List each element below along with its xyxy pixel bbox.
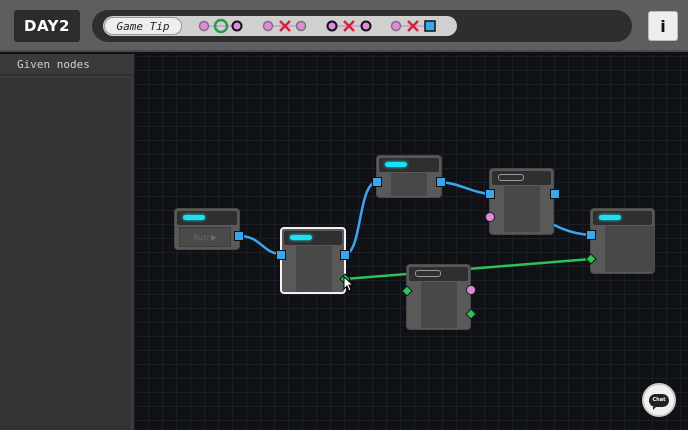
node-header xyxy=(492,171,551,185)
node-header xyxy=(284,231,342,245)
pink-dot-icon xyxy=(295,20,307,32)
top-bar: DAY2 Game Tip i xyxy=(0,0,688,52)
node-header xyxy=(379,158,439,172)
chat-button[interactable]: Chat xyxy=(642,383,676,417)
game-tip-button[interactable]: Game Tip xyxy=(104,17,182,35)
node-header xyxy=(593,211,652,225)
node-indicator xyxy=(415,270,441,277)
output-port[interactable] xyxy=(234,231,244,241)
node-far-right[interactable] xyxy=(590,208,655,274)
node-body xyxy=(296,246,332,292)
node-indicator xyxy=(385,162,407,167)
sidebar: Given nodes xyxy=(0,54,134,430)
black-ring-icon xyxy=(326,20,338,32)
output-port[interactable] xyxy=(436,177,446,187)
node-body xyxy=(421,282,457,328)
chat-bubble-icon: Chat xyxy=(649,393,669,410)
black-ring-icon xyxy=(360,20,372,32)
node-right-mid[interactable] xyxy=(489,168,554,235)
node-selected[interactable] xyxy=(280,227,346,294)
pink-dot-icon xyxy=(198,20,210,32)
red-x-icon xyxy=(407,20,419,32)
pink-dot-icon xyxy=(262,20,274,32)
node-header xyxy=(409,267,468,281)
sidebar-title: Given nodes xyxy=(0,54,134,76)
node-indicator xyxy=(498,174,524,181)
node-header xyxy=(177,211,237,225)
black-ring-icon xyxy=(231,20,243,32)
run-node[interactable]: Run ▶ xyxy=(174,208,240,250)
input-port[interactable] xyxy=(485,189,495,199)
input-port-pink[interactable] xyxy=(485,212,495,222)
node-indicator xyxy=(183,215,205,220)
node-bottom[interactable] xyxy=(406,264,471,330)
output-port-pink[interactable] xyxy=(466,285,476,295)
red-x-icon xyxy=(343,20,355,32)
tip-icons xyxy=(198,18,436,34)
node-indicator xyxy=(290,235,312,240)
day-label: DAY2 xyxy=(14,10,80,42)
green-ring-icon xyxy=(213,18,229,34)
input-port[interactable] xyxy=(372,177,382,187)
blue-square-icon xyxy=(424,20,436,32)
given-nodes-list[interactable] xyxy=(0,78,130,430)
mouse-cursor-icon xyxy=(343,276,355,292)
node-body xyxy=(504,186,540,232)
input-port[interactable] xyxy=(586,230,596,240)
pink-dot-icon xyxy=(390,20,402,32)
output-port[interactable] xyxy=(550,189,560,199)
node-body xyxy=(391,173,427,196)
run-button[interactable]: Run ▶ xyxy=(179,227,231,247)
node-body xyxy=(605,226,654,272)
node-indicator xyxy=(599,215,621,220)
output-port[interactable] xyxy=(340,250,350,260)
input-port[interactable] xyxy=(276,250,286,260)
info-button[interactable]: i xyxy=(648,11,678,41)
red-x-icon xyxy=(279,20,291,32)
node-top[interactable] xyxy=(376,155,442,198)
